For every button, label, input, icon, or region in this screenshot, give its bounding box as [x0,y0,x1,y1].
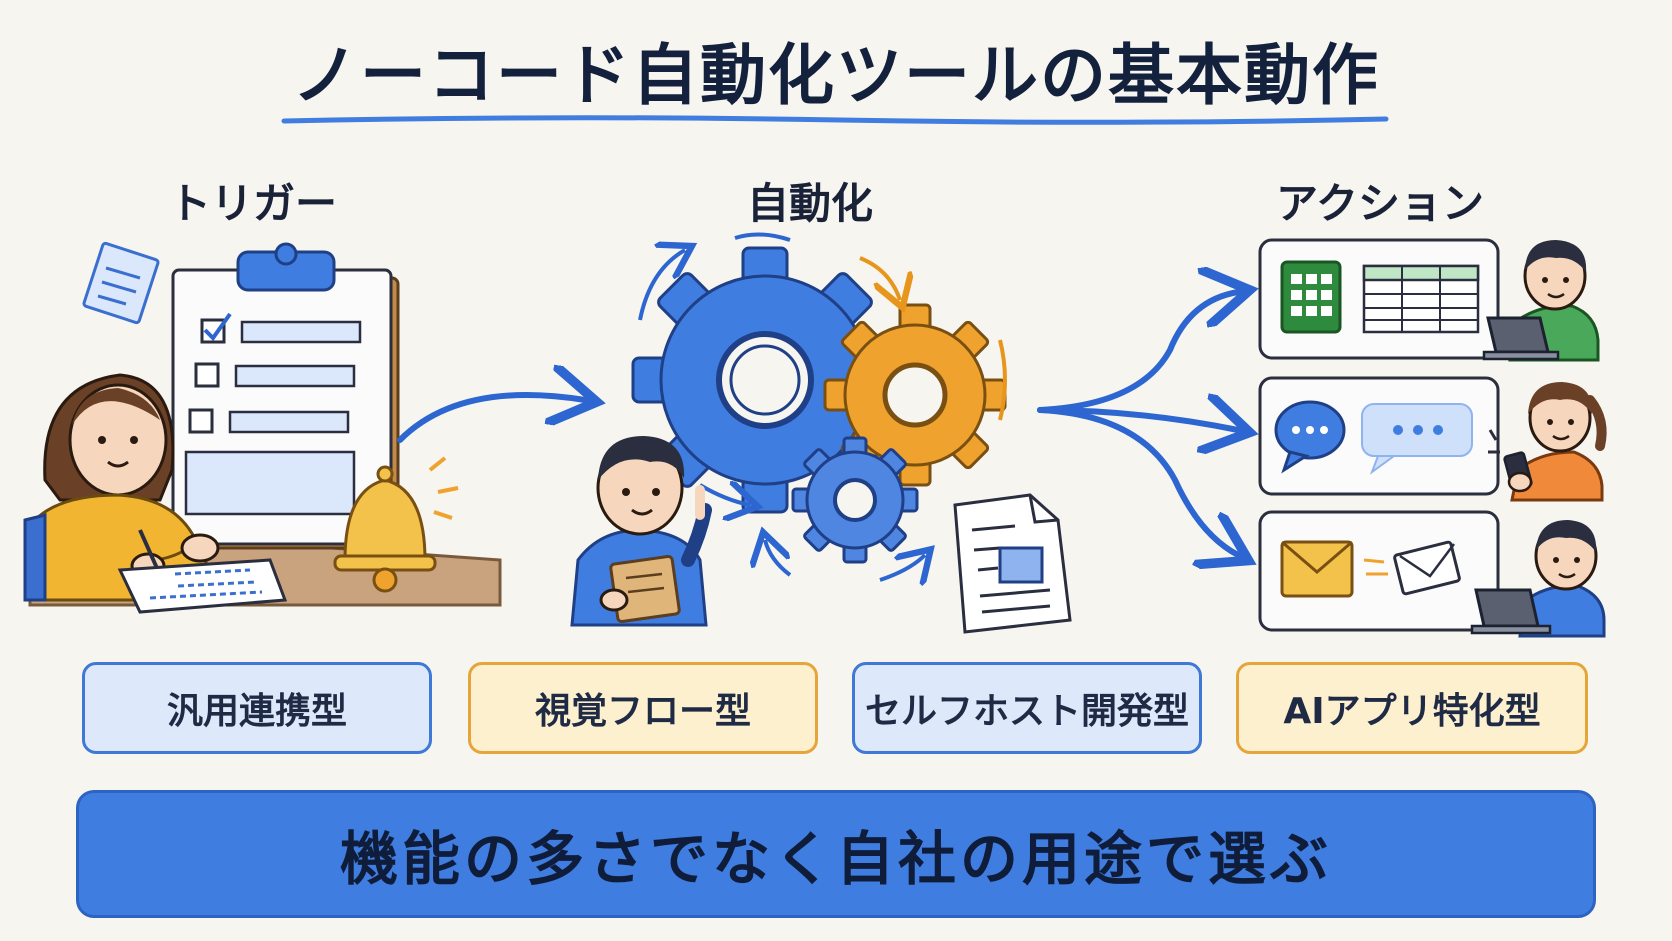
document-icon [955,495,1070,632]
category-general-integration: 汎用連携型 [82,662,432,754]
table-grid-icon [1364,266,1478,332]
gear-icon-small-blue [793,438,917,562]
trigger-illustration [25,243,500,612]
person-with-laptop-1 [1484,240,1598,360]
action-card-email [1260,512,1498,630]
action-illustration [1260,240,1604,636]
flow-arrows-to-actions [1040,292,1238,555]
illustration-layer [0,0,1672,660]
flow-arrow-trigger-to-automation [400,395,585,440]
category-visual-flow: 視覚フロー型 [468,662,818,754]
action-card-chat [1260,378,1498,494]
envelope-icon [1282,542,1352,596]
conclusion-banner: 機能の多さでなく自社の用途で選ぶ [76,790,1596,918]
category-ai-app-specialized: AIアプリ特化型 [1236,662,1588,754]
person-with-smartphone [1488,382,1602,500]
automation-illustration [572,234,1070,632]
action-card-spreadsheet [1260,240,1498,358]
spreadsheet-icon [1282,262,1340,332]
note-icon [83,243,159,324]
category-self-hosted-dev: セルフホスト開発型 [852,662,1202,754]
